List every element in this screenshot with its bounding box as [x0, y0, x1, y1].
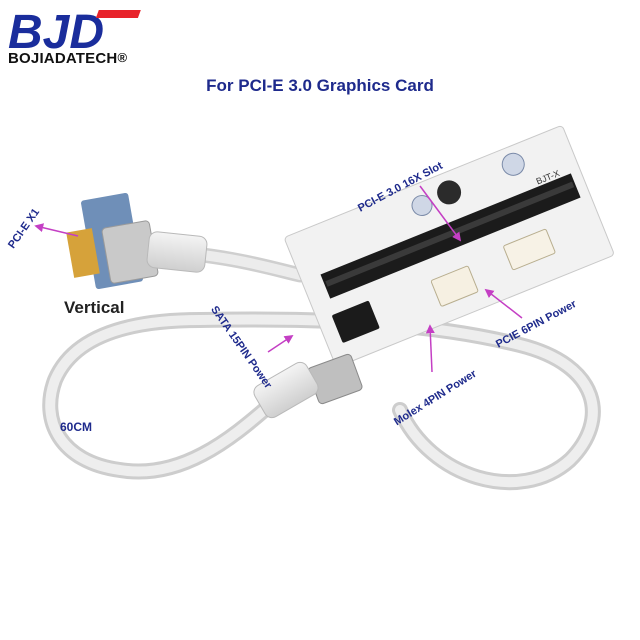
page-title: For PCI-E 3.0 Graphics Card: [206, 76, 434, 95]
label-cable-length: 60CM: [60, 420, 93, 434]
capacitor: [437, 180, 462, 205]
sata-connector: [332, 300, 380, 343]
usb-port-riser: [307, 353, 363, 405]
logo-mark-icon: BJD: [8, 6, 141, 59]
usb-plug-right: [253, 361, 319, 419]
arrow-molex: [425, 324, 435, 373]
brand-logo: BJD: [6, 4, 156, 74]
label-vertical: Vertical: [64, 298, 125, 317]
arrow-sata: [267, 335, 294, 353]
registered-mark: ®: [117, 50, 128, 65]
capacitor-3: [501, 152, 525, 176]
molex-connector: [430, 265, 479, 307]
gold-fingers: [66, 228, 100, 278]
riser-board: BJT-X: [284, 125, 614, 367]
logo-letters: BJD: [8, 6, 104, 54]
logo-red-stroke: [95, 10, 141, 18]
arrow-pcie-x1: [34, 223, 79, 237]
pcie-x1-adapter: [66, 192, 159, 290]
brand-name: BOJIADATECH®: [8, 50, 127, 67]
pcie-6pin-connector: [503, 228, 556, 271]
brand-name-text: BOJIADATECH: [8, 50, 118, 67]
arrow-6pin: [484, 288, 523, 319]
usb-plug-left: [146, 231, 208, 273]
arrow-16x-slot: [419, 185, 462, 242]
